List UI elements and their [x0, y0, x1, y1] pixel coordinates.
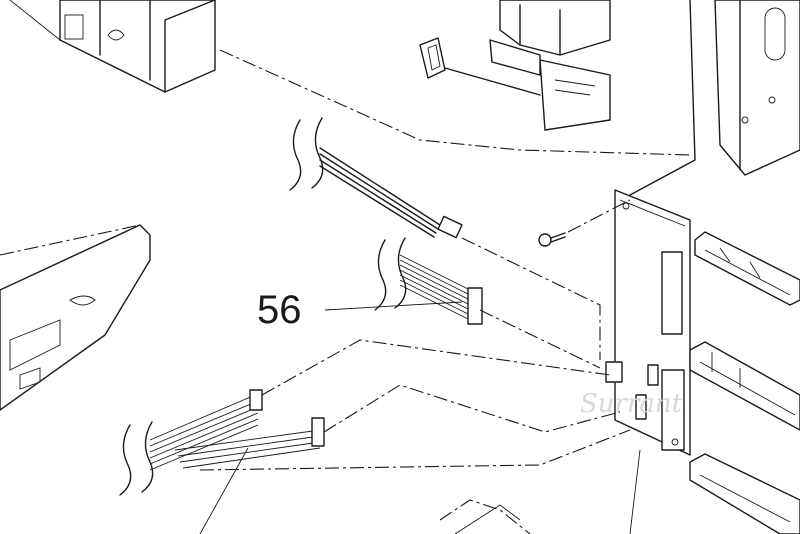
bracket-top-center	[489, 0, 611, 131]
screw-part	[538, 199, 631, 247]
leader-lines	[199, 49, 691, 534]
cable-short	[289, 117, 463, 239]
rail-strips-right	[689, 231, 800, 534]
panel-left	[0, 224, 151, 411]
watermark-text: Surrant	[580, 389, 683, 419]
pcb-board	[605, 189, 691, 534]
ribbon-cable-lower	[119, 389, 325, 534]
clip-part	[419, 37, 541, 96]
ribbon-cable-56	[324, 237, 483, 325]
callout-56-label: 56	[257, 288, 302, 332]
housing-top-left	[9, 0, 216, 93]
side-panel-right	[629, 0, 800, 196]
